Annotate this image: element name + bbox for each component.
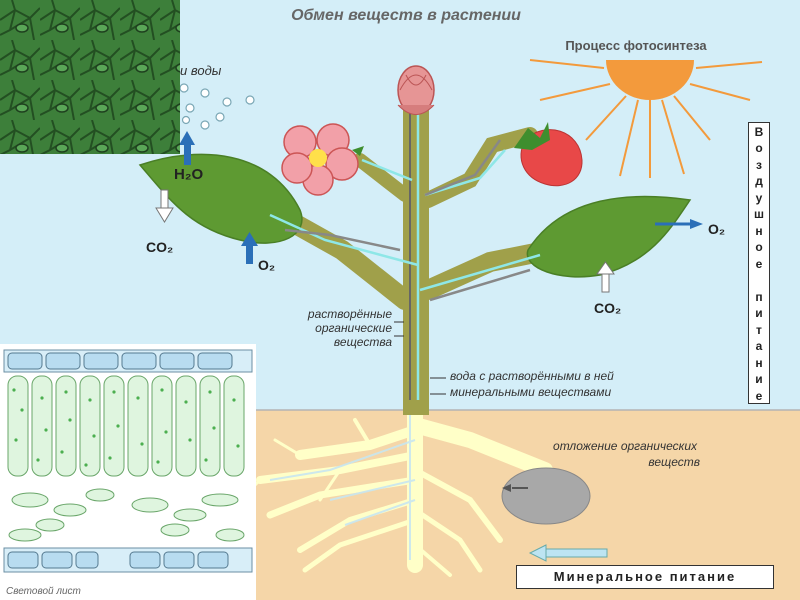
o2-up-arrow-left xyxy=(241,232,258,264)
sun-icon xyxy=(529,59,763,178)
air-nutrition-letter: В xyxy=(754,125,764,139)
air-nutrition-letter: у xyxy=(755,190,763,205)
organic-deposit xyxy=(501,467,591,525)
deposit-label-line-2: веществ xyxy=(648,455,700,469)
air-nutrition-letter: з xyxy=(756,157,762,172)
photosynthesis-label: Процесс фотосинтеза xyxy=(565,38,707,53)
leaf-cross-section: Световой лист xyxy=(0,344,256,600)
o2-right-arrow xyxy=(655,219,703,229)
co2-up-arrow-right xyxy=(596,261,615,293)
co2-left-label: CO₂ xyxy=(146,239,173,255)
air-nutrition-letter: е xyxy=(755,388,763,403)
leaf-section-caption: Световой лист xyxy=(6,586,81,597)
air-nutrition-letter: н xyxy=(755,223,763,238)
air-nutrition-letter: ш xyxy=(753,207,764,222)
water-vapor-dots xyxy=(179,83,255,130)
plant-stem xyxy=(403,100,429,415)
strawberry xyxy=(514,122,583,187)
water-label-line-1: вода с растворёнными в ней xyxy=(450,369,614,383)
h2o-label: H₂O xyxy=(174,166,203,183)
air-nutrition-letter: и xyxy=(755,306,763,321)
flower xyxy=(281,123,364,196)
air-nutrition-letter: а xyxy=(755,339,763,354)
o2-right-label: O₂ xyxy=(708,221,725,237)
organic-label-line-3: вещества xyxy=(334,335,392,349)
air-nutrition-letter: е xyxy=(755,256,763,271)
o2-left-label: O₂ xyxy=(258,257,275,273)
water-vapor-label: и воды xyxy=(180,63,222,78)
diagram-title: Обмен веществ в растении xyxy=(291,7,521,24)
leaf-left xyxy=(138,153,303,244)
mineral-input-arrow xyxy=(528,544,608,562)
h2o-up-arrow xyxy=(179,131,195,165)
water-label-line-2: минеральными веществами xyxy=(450,385,611,399)
organic-label-line-1: растворённые xyxy=(307,307,392,321)
epidermis-photo xyxy=(0,0,180,154)
root-system xyxy=(243,402,553,577)
air-nutrition-letter: о xyxy=(755,141,763,156)
air-nutrition-letter: н xyxy=(755,355,763,370)
air-nutrition-letter: д xyxy=(755,174,763,189)
air-nutrition-letter: о xyxy=(755,240,763,255)
deposit-label-line-1: отложение органических xyxy=(553,439,698,453)
co2-down-arrow-left xyxy=(155,189,174,223)
co2-right-label: CO₂ xyxy=(594,300,621,316)
organic-label-line-2: органические xyxy=(315,321,392,335)
flower-bud xyxy=(397,65,435,115)
leaf-right xyxy=(526,195,692,278)
air-nutrition-letter: и xyxy=(755,372,763,387)
air-nutrition-letter: т xyxy=(756,322,762,337)
air-nutrition-letter: п xyxy=(755,289,763,304)
mineral-nutrition-label: Минеральное питание xyxy=(516,565,774,589)
